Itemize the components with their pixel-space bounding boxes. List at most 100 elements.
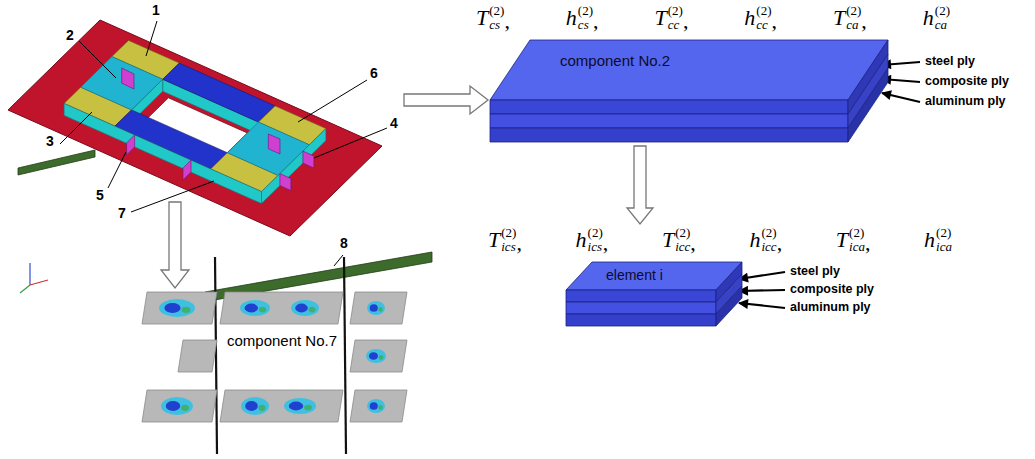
- ply-label: steel ply: [925, 54, 975, 68]
- stress-spot: [259, 307, 267, 313]
- stress-spot: [378, 405, 383, 410]
- bracket: [183, 160, 191, 180]
- panel: [350, 292, 407, 324]
- parameter-symbol: Tics(2),: [488, 226, 522, 254]
- ply-face: [490, 40, 888, 100]
- ply-face: [490, 100, 848, 114]
- separator: ,: [593, 4, 599, 32]
- index-stack: ica(2): [849, 226, 865, 253]
- symbol-letter: h: [566, 7, 577, 29]
- axis-line: [20, 285, 30, 293]
- ply-face: [716, 286, 742, 326]
- stress-spot: [164, 303, 180, 313]
- node-shape: [140, 282, 432, 455]
- panel: [142, 292, 217, 324]
- ply-face: [566, 262, 742, 290]
- callout-number: 3: [46, 133, 54, 149]
- stress-spot: [304, 405, 312, 411]
- stress-spot: [367, 301, 385, 315]
- ply-face: [490, 114, 848, 128]
- node-shape: [490, 40, 888, 142]
- subscript: cs: [489, 18, 504, 32]
- superscript: (2): [761, 226, 776, 240]
- leader-line: [79, 41, 116, 78]
- parameter-symbol: hica(2): [924, 226, 952, 253]
- symbol-letter: T: [654, 7, 666, 29]
- beam-side: [262, 129, 326, 204]
- ply-label: composite ply: [925, 74, 1009, 88]
- parameter-formula: Tcs(2),hcs(2),Tcc(2),hcc(2),Tca(2),hca(2…: [476, 4, 950, 32]
- separator: ,: [865, 226, 871, 254]
- parameter-symbol: hics(2),: [576, 226, 609, 254]
- superscript: (2): [846, 4, 861, 18]
- panel: [142, 390, 217, 422]
- bracket: [122, 68, 134, 89]
- hollow-arrow: [627, 146, 653, 224]
- superscript: (2): [936, 226, 952, 240]
- stress-spot: [159, 299, 195, 317]
- parameter-formula: Tics(2),hics(2),Ticc(2),hicc(2),Tica(2),…: [488, 226, 952, 254]
- hollow-arrow: [161, 202, 189, 288]
- symbol-letter: T: [476, 7, 488, 29]
- stress-spot: [181, 405, 189, 411]
- stress-spot: [166, 401, 180, 411]
- beam-side: [64, 103, 261, 203]
- superscript: (2): [849, 226, 865, 240]
- index-stack: ca(2): [935, 4, 950, 31]
- separator: ,: [516, 226, 522, 254]
- index-stack: ics(2): [588, 226, 603, 253]
- separator: ,: [690, 226, 696, 254]
- callout-number: 8: [340, 235, 348, 251]
- callout-number: 4: [390, 115, 398, 131]
- superscript: (2): [578, 4, 593, 18]
- index-stack: ca(2): [846, 4, 861, 31]
- subscript: ica: [936, 240, 952, 254]
- stress-spot: [379, 355, 384, 360]
- stress-spot: [259, 405, 266, 411]
- leader-line: [146, 21, 157, 56]
- ply-label: composite ply: [790, 282, 874, 296]
- ply-face: [566, 290, 716, 302]
- stress-spot: [369, 352, 378, 360]
- subscript: ca: [935, 18, 950, 32]
- parameter-symbol: Tcs(2),: [476, 4, 510, 32]
- leader-line: [298, 80, 367, 122]
- index-stack: cc(2): [756, 4, 771, 31]
- panel: [350, 340, 407, 372]
- ply-label: aluminum ply: [925, 94, 1006, 108]
- callout-number: 1: [152, 2, 160, 18]
- parameter-symbol: Tica(2),: [836, 226, 871, 254]
- index-stack: ics(2): [501, 226, 516, 253]
- stress-spot: [159, 299, 195, 317]
- ply-label: steel ply: [790, 264, 840, 278]
- pointer-arrow: [739, 290, 785, 291]
- stress-spot: [241, 397, 269, 415]
- beam-top: [163, 63, 275, 122]
- superscript: (2): [588, 226, 603, 240]
- stress-spot: [367, 301, 385, 315]
- panel: [220, 390, 343, 422]
- parameter-symbol: hcs(2),: [566, 4, 599, 32]
- stress-spot: [291, 300, 319, 316]
- ply-label: aluminum ply: [790, 300, 871, 314]
- index-stack: ica(2): [936, 226, 952, 253]
- symbol-letter: h: [924, 229, 935, 251]
- stress-spot: [295, 304, 308, 313]
- stress-spot: [182, 307, 191, 313]
- pointer-arrow: [882, 93, 920, 102]
- symbol-letter: T: [833, 7, 845, 29]
- axis-line: [30, 280, 48, 285]
- axis-line: [29, 263, 30, 285]
- divider-line: [344, 257, 346, 454]
- bracket: [127, 135, 135, 155]
- stress-spot: [245, 304, 259, 313]
- stress-spot: [367, 399, 385, 413]
- node-label: component No.7: [222, 332, 342, 350]
- subscript: cs: [578, 18, 593, 32]
- divider-line: [215, 257, 217, 454]
- stress-spot: [241, 397, 269, 415]
- bracket: [280, 174, 291, 191]
- pointer-arrow: [739, 272, 785, 279]
- ply-face: [566, 302, 716, 314]
